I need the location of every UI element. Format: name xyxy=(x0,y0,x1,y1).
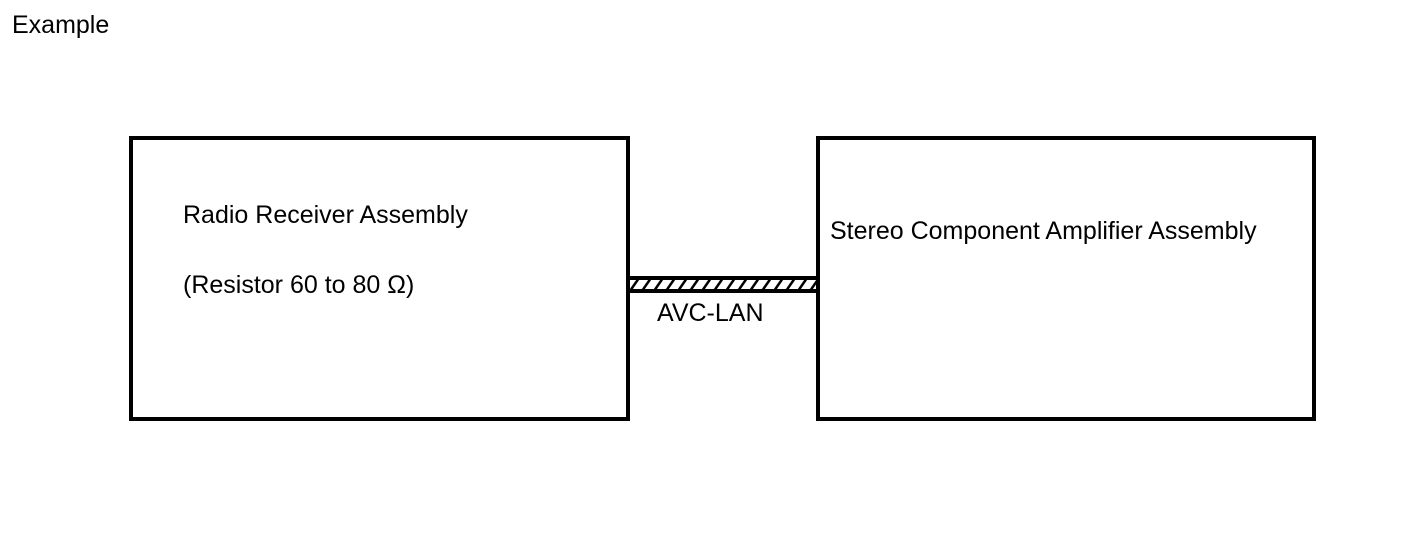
cable-hatch-mark xyxy=(809,280,816,290)
avc-lan-cable xyxy=(630,276,816,293)
cable-hatch-mark xyxy=(725,279,736,290)
cable-hatch-mark xyxy=(677,279,688,290)
cable-hatch-mark xyxy=(737,279,748,290)
cable-hatch-mark xyxy=(761,279,772,290)
avc-lan-label: AVC-LAN xyxy=(657,299,764,327)
resistor-value-label: (Resistor 60 to 80 Ω) xyxy=(183,271,415,299)
cable-hatch-mark xyxy=(630,279,640,290)
cable-hatch-mark xyxy=(797,279,808,290)
cable-hatch-mark xyxy=(749,279,760,290)
cable-hatch-mark xyxy=(701,279,712,290)
cable-hatch-mark xyxy=(785,279,796,290)
cable-hatch-mark xyxy=(665,279,676,290)
stereo-component-amplifier-assembly-box: Stereo Component Amplifier Assembly xyxy=(816,136,1316,421)
radio-receiver-assembly-box: Radio Receiver Assembly (Resistor 60 to … xyxy=(129,136,630,421)
cable-hatch-mark xyxy=(641,279,652,290)
radio-receiver-assembly-label: Radio Receiver Assembly xyxy=(183,201,468,229)
cable-hatch-mark xyxy=(773,279,784,290)
cable-hatching xyxy=(630,279,816,290)
cable-hatch-mark xyxy=(689,279,700,290)
stereo-component-amplifier-assembly-label: Stereo Component Amplifier Assembly xyxy=(830,217,1257,245)
cable-hatch-mark xyxy=(713,279,724,290)
cable-hatch-mark xyxy=(653,279,664,290)
diagram-caption: Example xyxy=(12,11,110,39)
